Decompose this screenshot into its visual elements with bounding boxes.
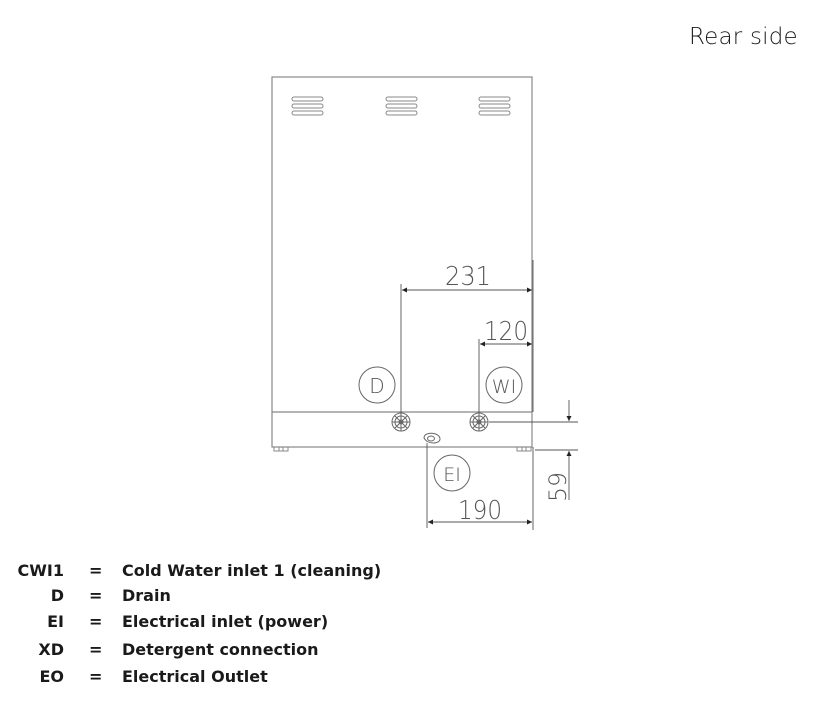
dimension-120 [478,339,532,413]
legend-description: Drain [122,586,171,605]
callout-drain-label: D [369,374,384,398]
legend-equals: = [89,586,103,605]
dimension-59-label: 59 [544,472,572,502]
vent-center [385,96,418,116]
foot-left [273,446,289,452]
legend-equals: = [89,561,103,580]
legend-description: Electrical Outlet [122,667,268,686]
legend-description: Electrical inlet (power) [122,612,329,631]
dimension-190-label: 190 [458,496,502,526]
callout-electrical-inlet-label: EI [443,464,461,486]
legend-description: Cold Water inlet 1 (cleaning) [122,561,382,580]
legend-code: EO [39,667,64,686]
legend-equals: = [89,612,103,631]
vent-left [291,96,324,116]
dimension-231 [400,260,534,413]
water-inlet-fitting-icon [469,412,489,432]
dimension-59 [489,400,578,500]
legend-code: D [50,586,64,605]
cabinet-outline [271,76,533,448]
legend-code: EI [47,612,64,631]
callout-electrical-inlet: EI [433,454,471,492]
dimension-190 [426,443,534,530]
callout-water-inlet-label: WI [492,376,516,398]
legend-equals: = [89,667,103,686]
dimension-120-label: 120 [484,317,528,347]
rear-view-drawing: 231 120 190 59 D WI EI [271,76,578,530]
legend-equals: = [89,640,103,659]
legend-description: Detergent connection [122,640,319,659]
legend-code: CWI1 [17,561,64,580]
dimension-231-label: 231 [445,262,491,292]
legend-code: XD [38,640,64,659]
callout-water-inlet: WI [485,366,523,404]
drain-fitting-icon [391,412,411,432]
foot-right [516,446,532,452]
callout-drain: D [358,366,396,404]
vent-right [478,96,511,116]
electrical-inlet-gland-icon [423,432,441,444]
view-title: Rear side [689,24,798,50]
